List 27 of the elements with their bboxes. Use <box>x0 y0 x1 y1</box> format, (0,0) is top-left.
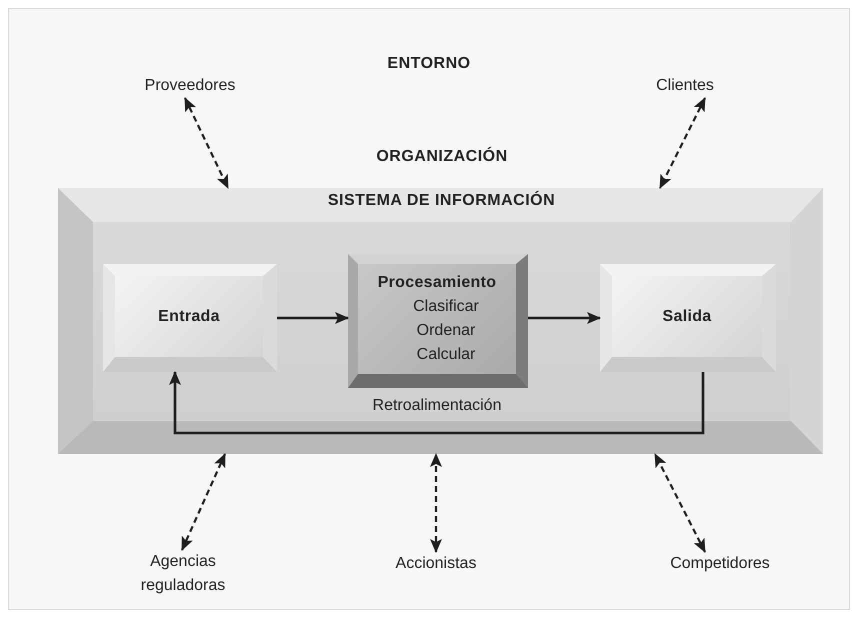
dashed-double-arrow <box>181 453 226 551</box>
arrow <box>169 371 704 434</box>
arrow <box>277 312 349 324</box>
edge-label: Retroalimentación <box>372 397 502 415</box>
section-heading: ORGANIZACIÓN <box>375 148 509 166</box>
stakeholder-label: Agencias reguladoras <box>140 552 226 596</box>
dashed-double-arrow <box>430 453 442 553</box>
dashed-double-arrow <box>184 97 229 189</box>
step-label: Ordenar <box>416 321 476 341</box>
dashed-double-arrow <box>654 453 706 553</box>
stakeholder-label: Proveedores <box>144 76 236 96</box>
environment-area <box>8 8 850 610</box>
stakeholder-label: Accionistas <box>394 554 478 574</box>
stakeholder-label: Clientes <box>655 76 715 96</box>
step-label: Clasificar <box>412 297 479 317</box>
input-box <box>103 264 277 372</box>
step-label: Calcular <box>416 345 476 365</box>
section-heading: ENTORNO <box>386 55 472 73</box>
stakeholder-label: Competidores <box>669 554 771 574</box>
box-title: Entrada <box>158 306 220 326</box>
section-heading: SISTEMA DE INFORMACIÓN <box>326 192 556 210</box>
output-box <box>600 264 776 372</box>
box-title: Procesamiento <box>378 273 496 293</box>
processing-box <box>348 254 528 388</box>
dashed-double-arrow <box>659 97 706 189</box>
box-title: Salida <box>662 306 712 326</box>
arrow <box>528 312 601 324</box>
